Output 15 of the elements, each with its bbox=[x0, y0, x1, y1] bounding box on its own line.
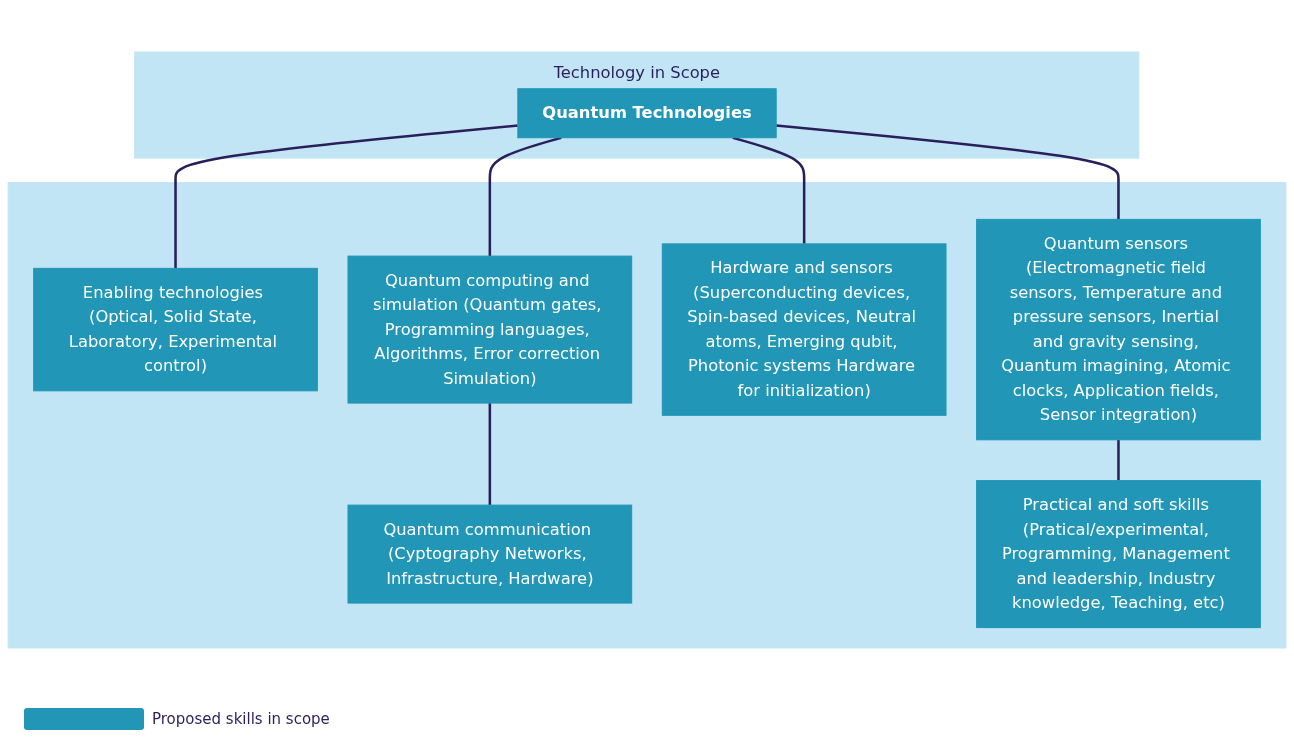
connector bbox=[776, 124, 1120, 220]
node-box: Quantum communication (Cyptography Networks, Infrastructure, Hardware) bbox=[347, 504, 633, 604]
node-box: Hardware and sensors (Superconducting devices, Spin-based devices, Neutral atoms, Emerging qubit, Photonic systems Hardware for initialization) bbox=[661, 243, 947, 416]
legend-label: Proposed skills in scope bbox=[152, 710, 330, 728]
connector bbox=[488, 136, 562, 257]
node-box: Enabling technologies (Optical, Solid State, Laboratory, Experimental control) bbox=[33, 267, 318, 392]
connector bbox=[174, 124, 518, 269]
connector bbox=[488, 403, 492, 506]
cluster bbox=[7, 182, 1287, 649]
node-box: Quantum sensors (Electromagnetic field sensors, Temperature and pressure sensors, Inertial and gravity sensing, Quantum imagining, Atomic clocks, Application fields, Sensor integration) bbox=[976, 218, 1261, 441]
connector bbox=[1117, 439, 1120, 481]
connector bbox=[732, 136, 806, 244]
node-box: Quantum computing and simulation (Quantum gates, Programming languages, Algorithms, Error correction Simulation) bbox=[347, 255, 633, 404]
node-box: Practical and soft skills (Pratical/experimental, Programming, Management and leadership, Industry knowledge, Teaching, etc) bbox=[976, 480, 1261, 629]
node-box: Quantum Technologies bbox=[517, 88, 777, 139]
